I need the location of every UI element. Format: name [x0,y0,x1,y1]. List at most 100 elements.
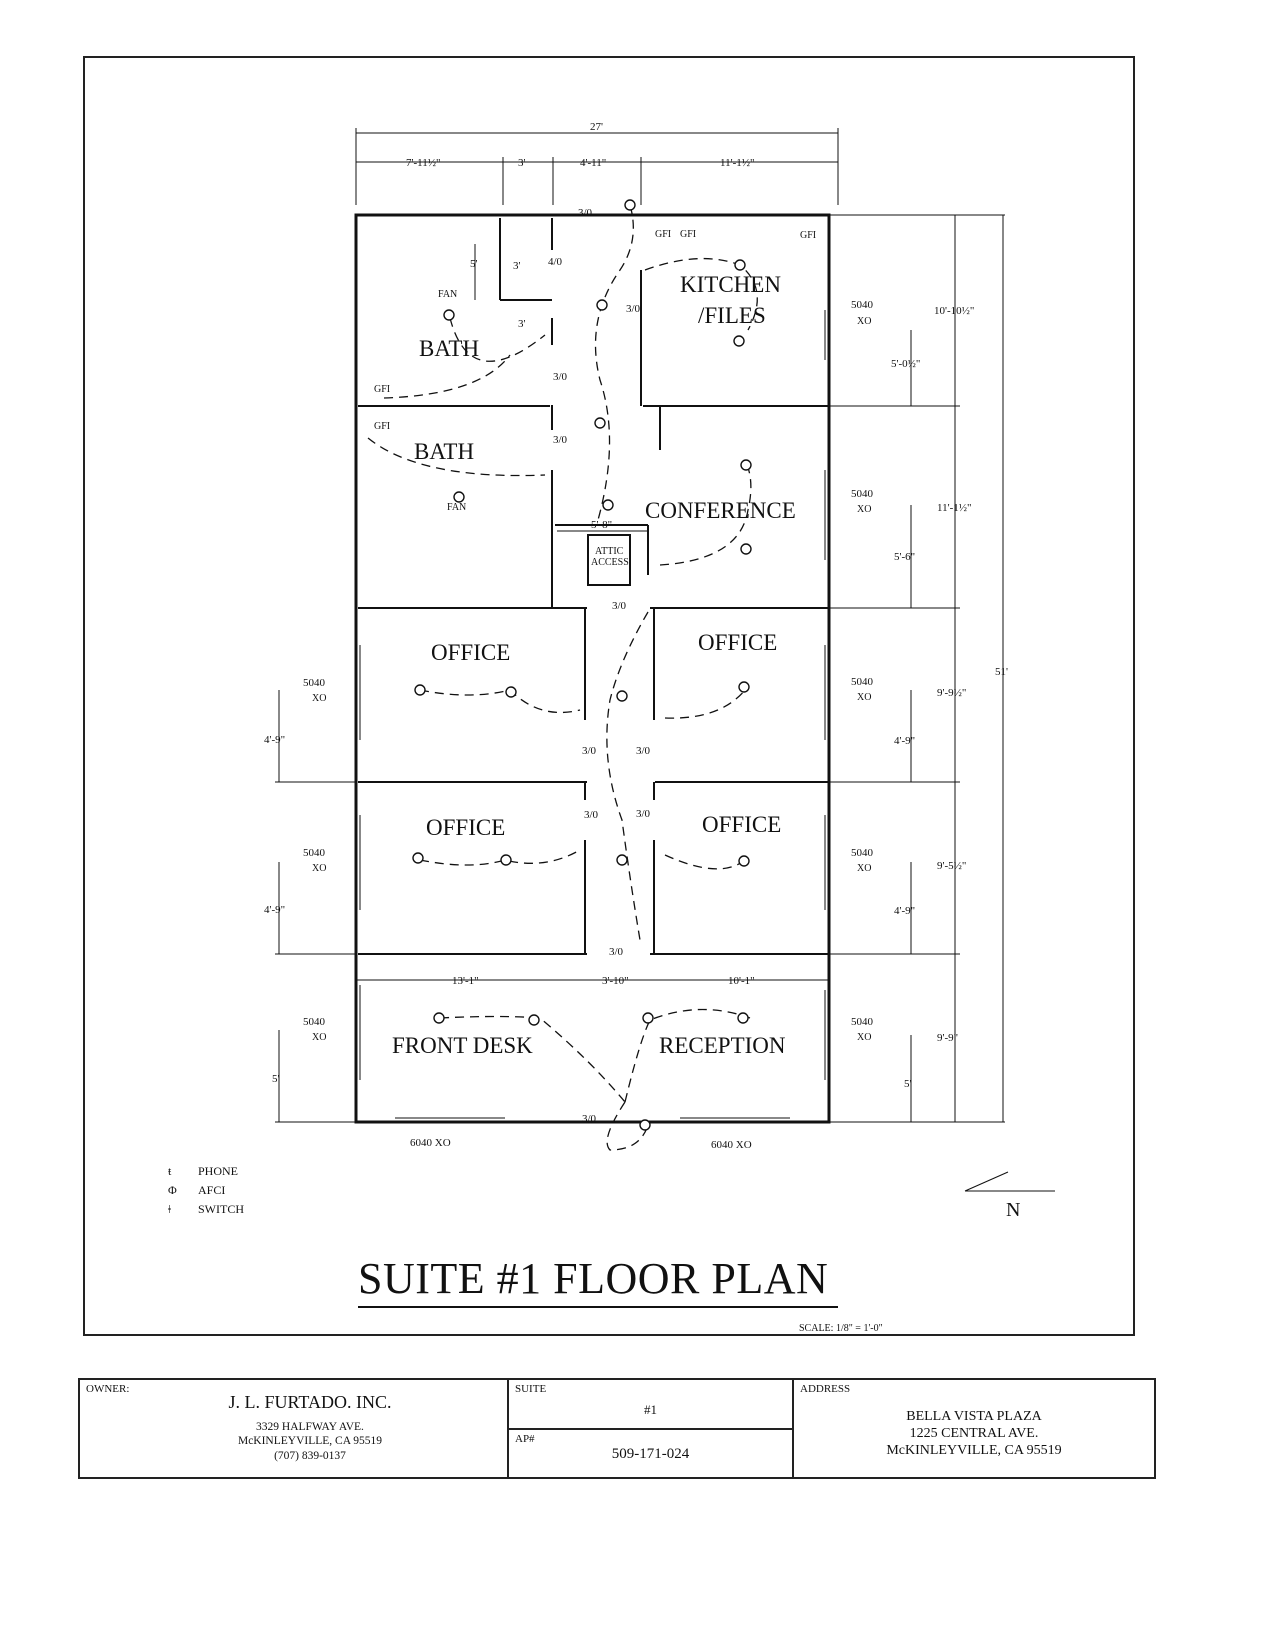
owner-phone: (707) 839-0137 [274,1450,346,1462]
window-label: XO [857,1032,871,1043]
door-label: 3/0 [636,745,651,757]
dimension-label: 4'-9" [264,734,285,746]
owner-label: OWNER: [86,1383,130,1395]
door-label: 3/0 [612,600,627,612]
wiring-run [449,317,546,362]
wiring-run [606,611,649,941]
light-fixture-icon [500,854,512,866]
light-fixture-icon [596,299,608,311]
dimension-label: 11'-1½" [937,502,971,514]
door-label: 3/0 [609,946,624,958]
door-label: 3/0 [582,745,597,757]
window-label: 5040 [851,676,874,688]
room-label-office: OFFICE [426,815,505,840]
legend-row-phone: ŧ PHONE [168,1162,244,1181]
dimension-label: 4'-9" [264,904,285,916]
switch-icon: ǂ [168,1202,171,1216]
dimension-label: 10'-1" [728,975,755,987]
light-fixture-icon [412,852,424,864]
window-label: 6040 XO [711,1139,752,1151]
phone-icon: ŧ [168,1164,172,1178]
light-fixture-icon [738,681,750,693]
dimension-label: 27' [590,121,603,133]
owner-cell: OWNER: J. L. FURTADO. INC. 3329 HALFWAY … [80,1380,509,1477]
door-label: 4/0 [548,256,563,268]
dimension-label: 5' [272,1073,280,1085]
wiring-run [664,854,746,870]
door-label: 3/0 [582,1113,597,1125]
scale-label: SCALE: 1/8" = 1'-0" [799,1323,883,1334]
dimension-label: 5'-0½" [891,358,920,370]
room-label-conference: CONFERENCE [645,498,796,523]
window-label: 5040 [851,847,874,859]
wiring-run [624,1008,751,1103]
window-label: XO [312,693,326,704]
gfi-label: GFI [374,384,390,395]
dimension-label: 9'-9½" [937,687,966,699]
dimension-label: 10'-10½" [934,305,974,317]
light-fixture-icon [624,199,636,211]
door-label: 3/0 [636,808,651,820]
light-fixture-icon [642,1012,654,1024]
owner-address1: 3329 HALFWAY AVE. [256,1421,364,1433]
door-label: 3/0 [553,371,568,383]
light-fixture-icon [733,335,745,347]
dimension-label: 3' [518,157,526,169]
address-line3: McKINLEYVILLE, CA 95519 [886,1443,1062,1458]
address-label: ADDRESS [800,1383,851,1395]
room-label-bath: BATH [419,336,479,361]
legend-label: PHONE [198,1164,239,1178]
light-fixture-icon [528,1014,540,1026]
ap-value: 509-171-024 [611,1446,690,1462]
window-label: XO [857,692,871,703]
light-fixture-icon [505,686,517,698]
light-fixture-icon [594,417,606,429]
wiring-run [383,354,511,399]
dimension-label: 13'-1" [452,975,479,987]
dimension-label: 5'-8" [591,519,612,531]
fan-label: FAN [447,502,466,513]
owner-name: J. L. FURTADO. INC. [228,1392,392,1412]
fan-label: FAN [438,289,457,300]
light-fixture-icon [433,1012,445,1024]
dimension-label: 7'-11½" [406,157,440,169]
gfi-label: GFI [655,229,671,240]
dimension-label: 9'-9" [937,1032,958,1044]
dimension-label: 5' [904,1078,912,1090]
door-label: 3/0 [553,434,568,446]
window-label: 5040 [851,488,874,500]
suite-value: #1 [644,1402,657,1417]
dimension-label: 5'-6" [894,551,915,563]
light-fixture-icon [414,684,426,696]
light-fixture-icon [453,491,465,503]
dimension-label: 3' [518,318,526,330]
gfi-label: GFI [374,421,390,432]
afci-outlet-icon: Φ [168,1183,177,1197]
window-label: 5040 [851,299,874,311]
dimension-label: 51' [995,666,1008,678]
window-label: 5040 [303,677,326,689]
light-fixture-icon [740,543,752,555]
suite-label: SUITE [515,1383,547,1395]
wiring-run [659,459,752,566]
dimension-label: 11'-1½" [720,157,754,169]
door-label: 3/0 [578,207,593,219]
light-fixture-icon [602,499,614,511]
legend-label: SWITCH [198,1202,244,1216]
room-label-bath: BATH [414,439,474,464]
drawing-border [83,56,1135,1336]
dimension-label: 4'-9" [894,905,915,917]
legend-label: AFCI [198,1183,226,1197]
gfi-label: GFI [680,229,696,240]
light-fixture-icon [734,259,746,271]
owner-address2: McKINLEYVILLE, CA 95519 [237,1435,383,1447]
window-label: 5040 [303,1016,326,1028]
wiring-run [606,1101,649,1151]
room-label-office: OFFICE [431,640,510,665]
wiring-run [367,437,546,477]
wiring-run [439,1015,626,1103]
light-fixture-icon [738,855,750,867]
light-fixture-icon [616,690,628,702]
dimension-label: 3'-10" [602,975,629,987]
